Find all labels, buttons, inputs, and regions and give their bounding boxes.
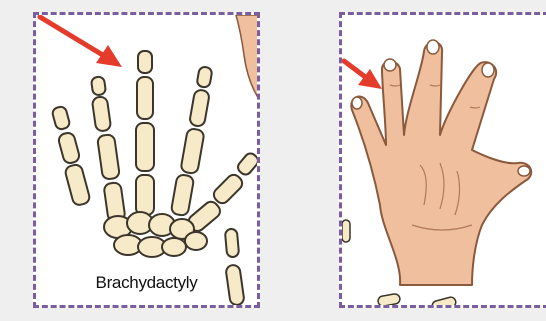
red-arrow-icon (40, 17, 122, 67)
skeleton-caption: Brachydactyly (36, 273, 257, 293)
red-arrow-icon (344, 61, 382, 89)
hand-skin-icon (342, 15, 546, 308)
skeleton-panel: Brachydactyly (33, 12, 260, 308)
hand-panel (339, 12, 546, 308)
hand-skeleton-icon (36, 15, 260, 308)
